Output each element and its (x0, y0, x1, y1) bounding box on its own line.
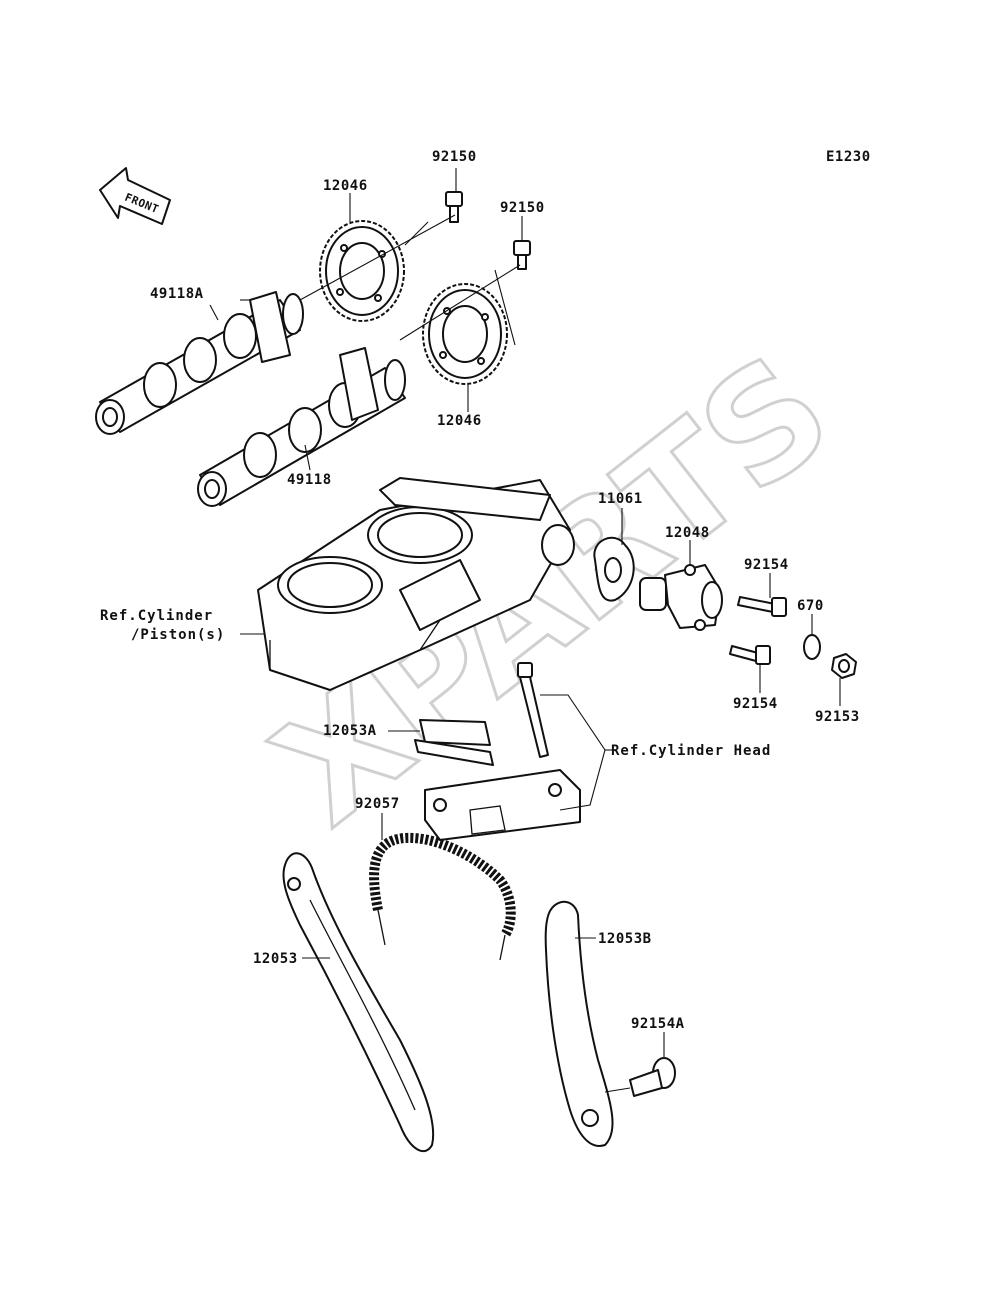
label-ref-piston: /Piston(s) (131, 627, 225, 643)
label-12053: 12053 (253, 951, 298, 967)
label-92154A: 92154A (631, 1016, 685, 1032)
gasket-11061[interactable] (593, 536, 635, 602)
bolt-92150-a[interactable] (445, 191, 463, 223)
cam-sprocket-upper[interactable] (319, 220, 405, 322)
chain-guide-12053B[interactable] (544, 900, 614, 1147)
camshaft-49118A[interactable] (95, 291, 304, 435)
cap-bolt-92153[interactable] (831, 653, 857, 679)
bolt-92150-b[interactable] (513, 240, 531, 270)
chain-tensioner-12048[interactable] (639, 564, 723, 631)
o-ring-670[interactable] (803, 634, 821, 660)
label-12046-b: 12046 (437, 413, 482, 429)
cam-chain-92057[interactable] (369, 832, 516, 961)
label-ref-cylinder: Ref.Cylinder (100, 608, 213, 624)
label-49118A: 49118A (150, 286, 204, 302)
cam-sprocket-lower[interactable] (422, 283, 508, 385)
label-92154-a: 92154 (744, 557, 789, 573)
label-12046-a: 12046 (323, 178, 368, 194)
label-92057: 92057 (355, 796, 400, 812)
chain-guide-12053[interactable] (282, 852, 435, 1152)
label-92150-b: 92150 (500, 200, 545, 216)
camshaft-49118[interactable] (197, 347, 406, 507)
label-ref-cylinder-head: Ref.Cylinder Head (611, 743, 771, 759)
label-670: 670 (797, 598, 824, 614)
leader-lines (209, 168, 841, 1093)
label-11061: 11061 (598, 491, 643, 507)
front-arrow-icon: FRONT (99, 167, 171, 225)
chain-guide-12053A[interactable] (414, 719, 494, 766)
bolt-92154-lower[interactable] (729, 645, 771, 665)
diagram-code: E1230 (826, 149, 871, 165)
label-92153: 92153 (815, 709, 860, 725)
guide-holder-ref[interactable] (424, 769, 581, 841)
head-bolt-ref[interactable] (517, 662, 549, 758)
cylinder-block-ref[interactable] (257, 477, 575, 691)
label-92150-a: 92150 (432, 149, 477, 165)
label-12053B: 12053B (598, 931, 652, 947)
bolt-92154-upper[interactable] (737, 596, 787, 617)
label-49118: 49118 (287, 472, 332, 488)
label-12048: 12048 (665, 525, 710, 541)
label-92154-b: 92154 (733, 696, 778, 712)
label-12053A: 12053A (323, 723, 377, 739)
bolt-92154A[interactable] (629, 1057, 676, 1097)
